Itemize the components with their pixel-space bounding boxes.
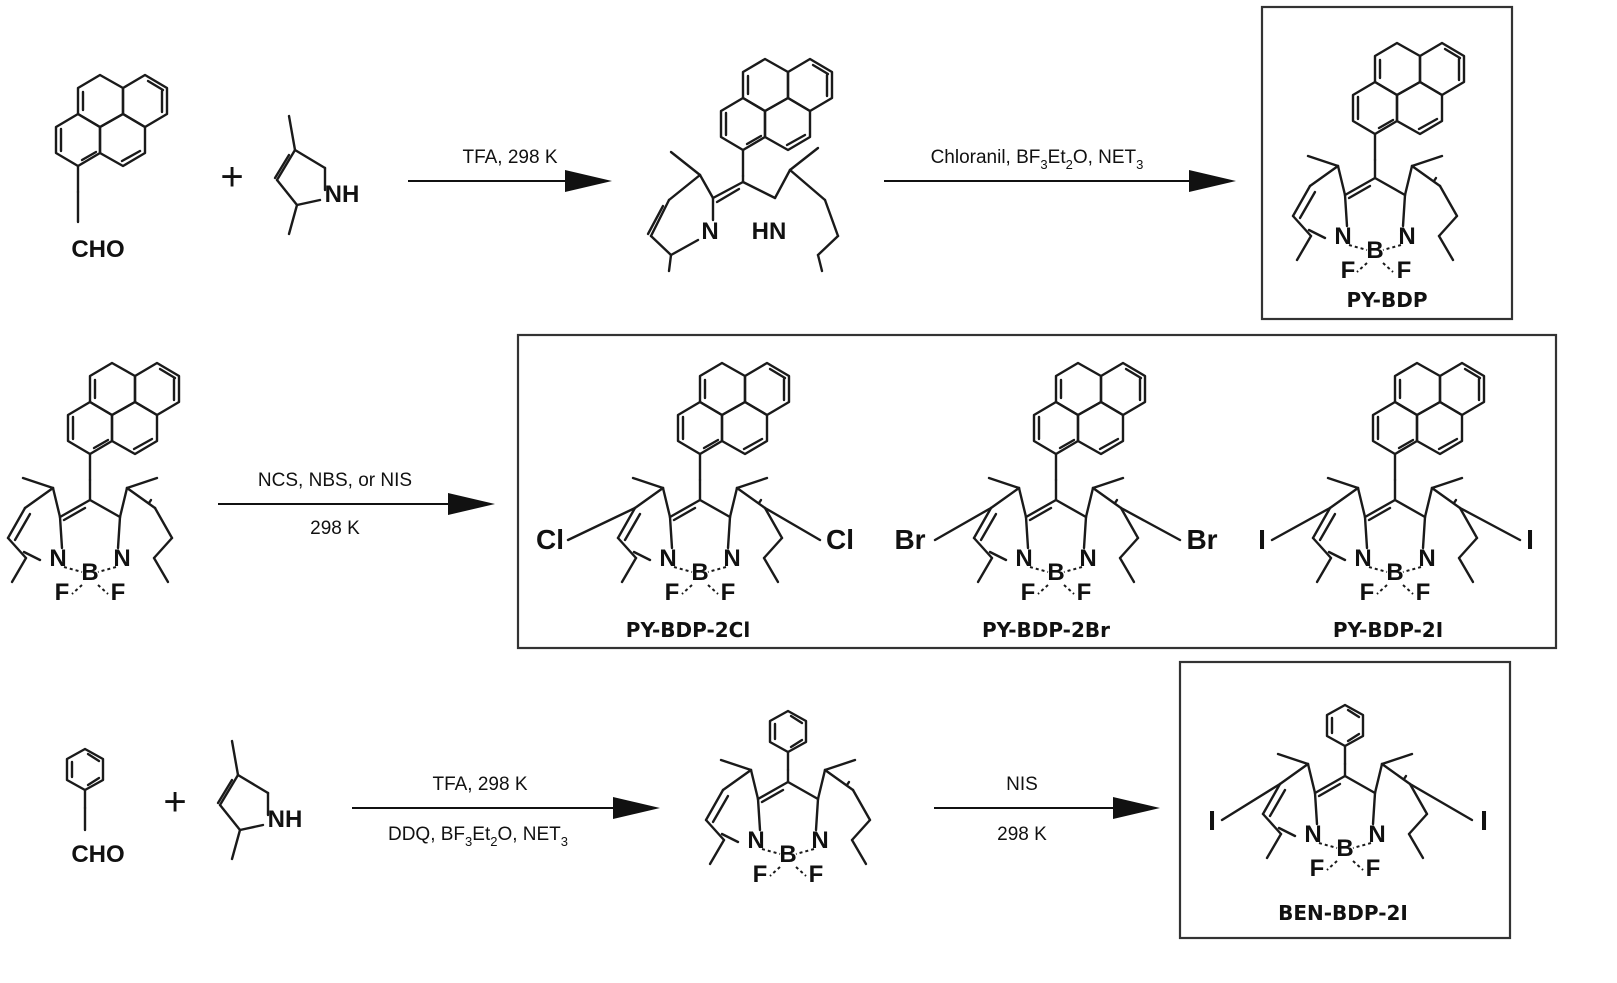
i-label: I xyxy=(1526,524,1534,555)
i-label: I xyxy=(1258,524,1266,555)
ben-bdp: N N B F F xyxy=(704,709,872,888)
b-label: B xyxy=(691,559,708,586)
f-label: F xyxy=(55,579,70,606)
py-bdp-2br: Br Br N N B F F PY-BDP-2Br xyxy=(894,361,1218,642)
n-label: N xyxy=(49,545,66,572)
f-label: F xyxy=(1397,257,1412,284)
arrow-2: Chloranil, BF3Et2O, NET3 xyxy=(884,147,1236,192)
compound-name-py-bdp-2cl: PY-BDP-2Cl xyxy=(626,618,750,642)
cl-label: Cl xyxy=(536,524,564,555)
py-bdp-2cl: Cl Cl N N B F F PY-BDP-2Cl xyxy=(536,361,854,642)
arrow-4: TFA, 298 K DDQ, BF3Et2O, NET3 xyxy=(352,774,660,849)
ben-bdp-2i-product: I I N N B F F BEN-BDP-2I xyxy=(1178,660,1512,940)
b-label: B xyxy=(1336,835,1353,862)
compound-name-py-bdp-2br: PY-BDP-2Br xyxy=(982,618,1110,642)
benzaldehyde: CHO xyxy=(65,747,125,868)
br-label: Br xyxy=(1186,524,1217,555)
i-label: I xyxy=(1480,805,1488,836)
hn-label: HN xyxy=(752,218,787,245)
reagent-2: Chloranil, BF3Et2O, NET3 xyxy=(931,147,1144,172)
reagent-4-conditions: DDQ, BF3Et2O, NET3 xyxy=(388,824,568,849)
f-label: F xyxy=(111,579,126,606)
compound-name-ben-bdp-2i: BEN-BDP-2I xyxy=(1278,901,1408,925)
n-label: N xyxy=(811,827,828,854)
n-label: N xyxy=(1418,545,1435,572)
py-bdp-reactant: N N B F F xyxy=(6,361,181,606)
py-bdp-2i: I I N N B F F PY-BDP-2I xyxy=(1258,361,1534,642)
f-label: F xyxy=(753,861,768,888)
f-label: F xyxy=(1310,855,1325,882)
n-label: N xyxy=(659,545,676,572)
n-label: N xyxy=(747,827,764,854)
n-label: N xyxy=(1368,821,1385,848)
n-label: N xyxy=(723,545,740,572)
reagent-5: NIS xyxy=(1006,774,1038,795)
reagent-4: TFA, 298 K xyxy=(432,774,527,795)
py-bdp-product: N N B F F PY-BDP xyxy=(1260,5,1514,321)
n-label: N xyxy=(1015,545,1032,572)
reagent-1: TFA, 298 K xyxy=(462,147,557,168)
pyrene-carbaldehyde: CHO xyxy=(54,73,169,263)
f-label: F xyxy=(721,579,736,606)
f-label: F xyxy=(1341,257,1356,284)
f-label: F xyxy=(1366,855,1381,882)
reagent-3-conditions: 298 K xyxy=(310,518,360,539)
nh-label: NH xyxy=(268,806,303,833)
dimethylpyrrole: NH xyxy=(216,739,303,861)
halogenated-products-box xyxy=(516,333,1558,650)
n-label: N xyxy=(1079,545,1096,572)
plus-sign: + xyxy=(163,780,186,824)
n-label: N xyxy=(701,218,718,245)
b-label: B xyxy=(1386,559,1403,586)
n-label: N xyxy=(1398,223,1415,250)
br-label: Br xyxy=(894,524,925,555)
f-label: F xyxy=(1360,579,1375,606)
nh-label: NH xyxy=(325,181,360,208)
f-label: F xyxy=(1077,579,1092,606)
reagent-3: NCS, NBS, or NIS xyxy=(258,470,412,491)
compound-name-py-bdp-2i: PY-BDP-2I xyxy=(1333,618,1443,642)
n-label: N xyxy=(1304,821,1321,848)
arrow-3: NCS, NBS, or NIS 298 K xyxy=(218,470,495,539)
f-label: F xyxy=(665,579,680,606)
reagent-5-conditions: 298 K xyxy=(997,824,1047,845)
f-label: F xyxy=(809,861,824,888)
cho-label: CHO xyxy=(71,841,124,868)
b-label: B xyxy=(81,559,98,586)
arrow-1: TFA, 298 K xyxy=(408,147,612,192)
n-label: N xyxy=(1334,223,1351,250)
f-label: F xyxy=(1416,579,1431,606)
b-label: B xyxy=(1047,559,1064,586)
compound-name-py-bdp: PY-BDP xyxy=(1346,288,1427,312)
arrow-5: NIS 298 K xyxy=(934,774,1160,845)
f-label: F xyxy=(1021,579,1036,606)
n-label: N xyxy=(1354,545,1371,572)
cho-label: CHO xyxy=(71,236,124,263)
i-label: I xyxy=(1208,805,1216,836)
plus-sign: + xyxy=(220,155,243,199)
dipyrromethene: N HN xyxy=(646,57,840,273)
n-label: N xyxy=(113,545,130,572)
b-label: B xyxy=(779,841,796,868)
dimethylpyrrole: NH xyxy=(273,114,360,236)
b-label: B xyxy=(1366,237,1383,264)
cl-label: Cl xyxy=(826,524,854,555)
